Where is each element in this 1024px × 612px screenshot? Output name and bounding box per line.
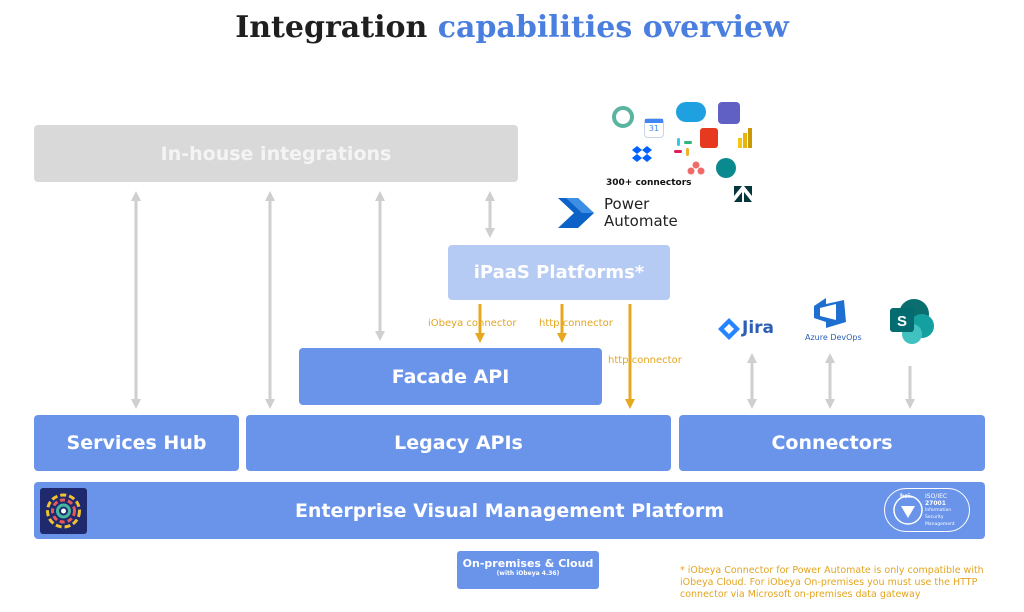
jira-icon: [718, 318, 740, 340]
azure-devops-label: Azure DevOps: [805, 333, 862, 342]
iso-line1: bsi.: [900, 493, 913, 500]
power-automate-line1: Power: [604, 195, 650, 213]
azure-devops-icon: [814, 298, 846, 328]
power-bi-icon: [738, 128, 756, 148]
power-automate-icon: [558, 198, 594, 228]
facade-api-box: Facade API: [299, 348, 602, 405]
legacy-apis-box: Legacy APIs: [246, 415, 671, 471]
sharepoint-icon: S: [890, 299, 934, 344]
deployment-sub: (with iObeya 4.36): [496, 570, 560, 577]
ipaas-platforms-box: iPaaS Platforms*: [448, 245, 670, 300]
http-connector-label-2: http connector: [608, 355, 682, 366]
power-automate-label: Power Automate: [604, 196, 678, 230]
iso-line5: Management: [925, 522, 955, 527]
platform-label: Enterprise Visual Management Platform: [294, 499, 725, 522]
iobeya-connector-label: iObeya connector: [428, 318, 517, 329]
inhouse-integrations-box: In-house integrations: [34, 125, 518, 182]
iso-line2: ISO/IEC: [925, 493, 948, 500]
sharepoint-small-icon: [716, 158, 736, 178]
footnote: * iObeya Connector for Power Automate is…: [680, 565, 984, 600]
slack-icon: [674, 138, 692, 156]
page-title: Integration capabilities overview: [0, 10, 1024, 45]
platform-box: Enterprise Visual Management Platform: [34, 482, 985, 539]
bsi-kitemark-icon: [893, 495, 923, 525]
deployment-badge: On-premises & Cloud (with iObeya 4.36): [457, 551, 599, 589]
http-connector-label-1: http connector: [539, 318, 613, 329]
power-automate-line2: Automate: [604, 212, 678, 230]
app-ring-icon: [612, 106, 634, 128]
services-hub-box: Services Hub: [34, 415, 239, 471]
dropbox-icon: [631, 146, 653, 166]
connectors-box: Connectors: [679, 415, 985, 471]
office-icon: [700, 128, 718, 148]
title-part2: capabilities overview: [437, 10, 789, 45]
salesforce-icon: [676, 102, 706, 122]
title-part1: Integration: [235, 10, 428, 45]
svg-text:S: S: [897, 313, 907, 330]
jira-label: Jira: [742, 318, 775, 338]
iobeya-logo-icon: [40, 488, 87, 534]
teams-icon: [718, 102, 740, 124]
iso-certification-badge: bsi. ISO/IEC 27001 Information Security …: [884, 488, 970, 532]
iso-line3: 27001: [925, 500, 946, 507]
google-calendar-icon: 31: [644, 118, 664, 138]
connectors-count-label: 300+ connectors: [606, 178, 692, 188]
deployment-label: On-premises & Cloud: [462, 557, 594, 570]
iso-line4: Information Security: [925, 508, 952, 520]
asana-icon: [687, 160, 705, 175]
iso-text: ISO/IEC 27001 Information Security Manag…: [925, 493, 969, 528]
zendesk-icon: [734, 186, 752, 202]
